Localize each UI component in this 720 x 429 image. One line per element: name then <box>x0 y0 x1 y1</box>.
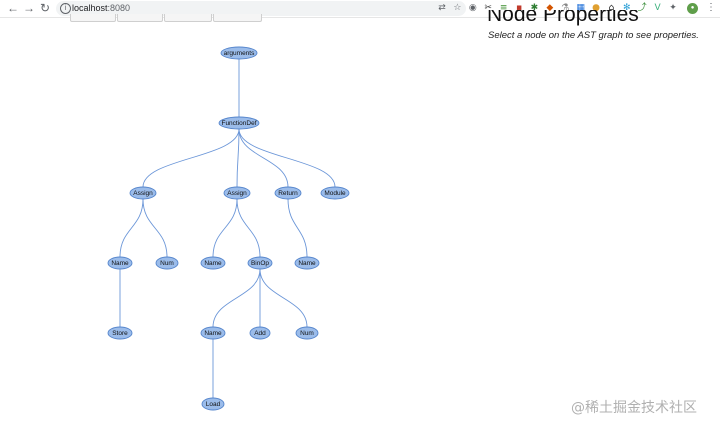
edge-return-name3 <box>287 198 308 258</box>
edge-assign1-num1 <box>142 198 168 258</box>
node-ellipse[interactable] <box>200 326 226 340</box>
node-ellipse[interactable] <box>220 46 258 60</box>
ast-node-assign2[interactable]: Assign <box>223 186 251 200</box>
ast-node-name4[interactable]: Name <box>200 326 226 340</box>
ext-vue-icon[interactable]: V <box>654 3 661 13</box>
edge-functiondef-assign2 <box>236 128 240 188</box>
forward-arrow-icon[interactable]: → <box>23 1 35 15</box>
node-ellipse[interactable] <box>274 186 302 200</box>
ast-node-name2[interactable]: Name <box>200 256 226 270</box>
ast-node-arguments[interactable]: arguments <box>220 46 258 60</box>
node-ellipse[interactable] <box>294 256 320 270</box>
address-bar[interactable]: i localhost:8080 <box>56 1 466 16</box>
ast-node-num2[interactable]: Num <box>295 326 319 340</box>
node-ellipse[interactable] <box>107 256 133 270</box>
profile-avatar[interactable]: ● <box>687 3 698 14</box>
edge-functiondef-return <box>238 128 289 188</box>
ast-node-binop[interactable]: BinOp <box>247 256 273 270</box>
edge-assign2-binop <box>236 198 261 258</box>
node-ellipse[interactable] <box>247 256 273 270</box>
node-ellipse[interactable] <box>107 326 133 340</box>
ext-scissors-icon[interactable]: ✂ <box>484 3 492 13</box>
edge-binop-name4 <box>212 268 261 328</box>
node-ellipse[interactable] <box>155 256 179 270</box>
back-arrow-icon[interactable]: ← <box>7 1 19 15</box>
node-ellipse[interactable] <box>249 326 271 340</box>
watermark: @稀土掘金技术社区 <box>571 400 697 416</box>
ext-colorful-icon[interactable]: ◆ <box>546 3 554 13</box>
translate-icon[interactable]: ⇄ <box>438 3 446 13</box>
edge-assign2-name2 <box>212 198 238 258</box>
ast-node-num1[interactable]: Num <box>155 256 179 270</box>
url-text: localhost:8080 <box>72 2 130 15</box>
ext-flask-icon[interactable]: ⚗ <box>561 3 570 13</box>
node-ellipse[interactable] <box>223 186 251 200</box>
browser-toolbar: ← → ↻ i localhost:8080 ⇄☆◉✂≡▪✱◆⚗▦●⌂✻⤴V✦ … <box>0 0 720 18</box>
ast-node-name1[interactable]: Name <box>107 256 133 270</box>
ast-edges <box>119 59 336 398</box>
node-ellipse[interactable] <box>218 116 260 130</box>
ast-node-name3[interactable]: Name <box>294 256 320 270</box>
ext-circle-orange-icon[interactable]: ● <box>592 3 600 13</box>
url-port: :8080 <box>107 3 131 13</box>
node-ellipse[interactable] <box>320 186 350 200</box>
ast-node-add[interactable]: Add <box>249 326 271 340</box>
ast-node-assign1[interactable]: Assign <box>129 186 157 200</box>
ast-node-store[interactable]: Store <box>107 326 133 340</box>
edge-assign1-name1 <box>119 198 144 258</box>
ext-house-icon[interactable]: ⌂ <box>608 3 615 13</box>
ext-gear-green-icon[interactable]: ✱ <box>530 3 539 13</box>
extensions-puzzle-icon[interactable]: ✦ <box>669 3 677 13</box>
ext-snowflake-icon[interactable]: ✻ <box>623 3 631 13</box>
properties-title: Node Properties <box>487 3 639 26</box>
ext-list-icon[interactable]: ≡ <box>499 3 508 13</box>
node-ellipse[interactable] <box>129 186 157 200</box>
reload-icon[interactable]: ↻ <box>39 1 51 15</box>
ext-radio-icon[interactable]: ◉ <box>468 3 477 13</box>
page-toolbar-button-2[interactable] <box>117 14 163 22</box>
edge-binop-num2 <box>259 268 308 328</box>
ast-node-return[interactable]: Return <box>274 186 302 200</box>
ast-node-functiondef[interactable]: FunctionDef <box>218 116 260 130</box>
node-ellipse[interactable] <box>295 326 319 340</box>
ext-calendar-icon[interactable]: ▦ <box>576 3 585 13</box>
site-info-icon[interactable]: i <box>60 3 71 14</box>
properties-hint: Select a node on the AST graph to see pr… <box>488 30 699 41</box>
node-ellipse[interactable] <box>200 256 226 270</box>
page-toolbar-button-3[interactable] <box>164 14 212 22</box>
url-host: localhost <box>72 3 108 13</box>
ast-node-module[interactable]: Module <box>320 186 350 200</box>
edge-functiondef-assign1 <box>142 128 240 188</box>
page-toolbar-button-4[interactable] <box>213 14 262 22</box>
bookmark-star-icon[interactable]: ☆ <box>453 3 462 13</box>
edge-functiondef-module <box>238 128 336 188</box>
ext-link-icon[interactable]: ⤴ <box>637 3 647 13</box>
browser-menu-icon[interactable]: ⋮ <box>706 2 716 13</box>
ast-node-load[interactable]: Load <box>201 397 225 411</box>
page-toolbar-button-1[interactable] <box>70 14 116 22</box>
node-ellipse[interactable] <box>201 397 225 411</box>
ext-square-red-icon[interactable]: ▪ <box>515 3 523 13</box>
